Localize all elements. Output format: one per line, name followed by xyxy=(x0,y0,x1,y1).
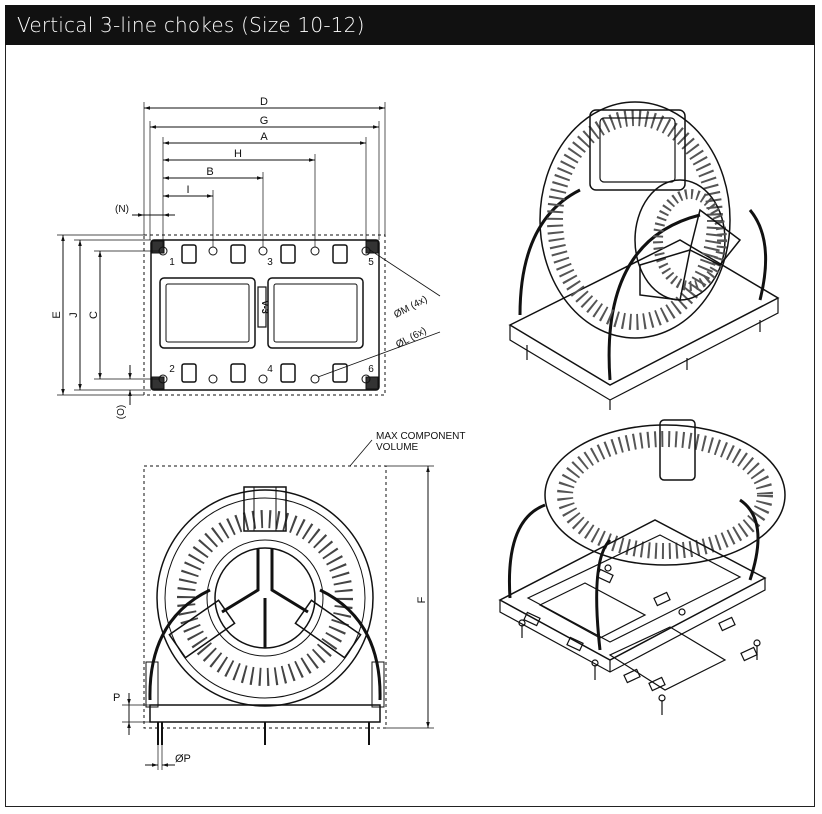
pin-label-5: 5 xyxy=(368,257,374,268)
title-bar: Vertical 3-line chokes (Size 10-12) xyxy=(5,5,815,45)
dim-n-label: (N) xyxy=(115,204,129,215)
dim-f-label: F xyxy=(416,596,428,603)
page-title: Vertical 3-line chokes (Size 10-12) xyxy=(17,13,365,37)
dim-b-label: B xyxy=(206,166,213,178)
iso-top-view xyxy=(508,101,780,410)
dim-g-label: G xyxy=(260,115,269,127)
dim-dp-label: ØP xyxy=(175,753,191,765)
side-view xyxy=(122,439,434,770)
dim-h-label: H xyxy=(234,148,242,160)
part-mark: V-3 xyxy=(260,300,270,314)
toroid-outer xyxy=(156,489,374,707)
window-right xyxy=(267,277,364,349)
iso-top-toroid xyxy=(539,101,731,339)
top-view-outline xyxy=(143,234,386,396)
pin-label-4: 4 xyxy=(267,364,273,375)
dim-o-label: (O) xyxy=(116,405,127,419)
pin-label-1: 1 xyxy=(169,257,175,268)
pin-label-2: 2 xyxy=(169,364,175,375)
iso-bottom-toroid xyxy=(544,424,786,566)
volume-label-line1: MAX COMPONENT xyxy=(376,431,465,442)
top-view xyxy=(57,102,441,405)
pin-label-6: 6 xyxy=(368,364,374,375)
dim-i-label: I xyxy=(186,184,189,196)
base-plate xyxy=(150,239,380,391)
window-left xyxy=(159,277,256,349)
hole-m-label: ØM (4x) xyxy=(392,294,429,321)
volume-label-line2: VOLUME xyxy=(376,442,419,453)
dim-c-label: C xyxy=(88,311,100,319)
dim-j-label: J xyxy=(68,312,80,318)
dim-a-label: A xyxy=(260,131,268,143)
pin-label-3: 3 xyxy=(267,257,273,268)
dim-d-label: D xyxy=(260,96,268,108)
dim-p-label: P xyxy=(113,692,120,704)
figure-frame xyxy=(5,5,815,807)
dim-e-label: E xyxy=(51,311,63,318)
iso-bottom-view xyxy=(498,419,786,715)
